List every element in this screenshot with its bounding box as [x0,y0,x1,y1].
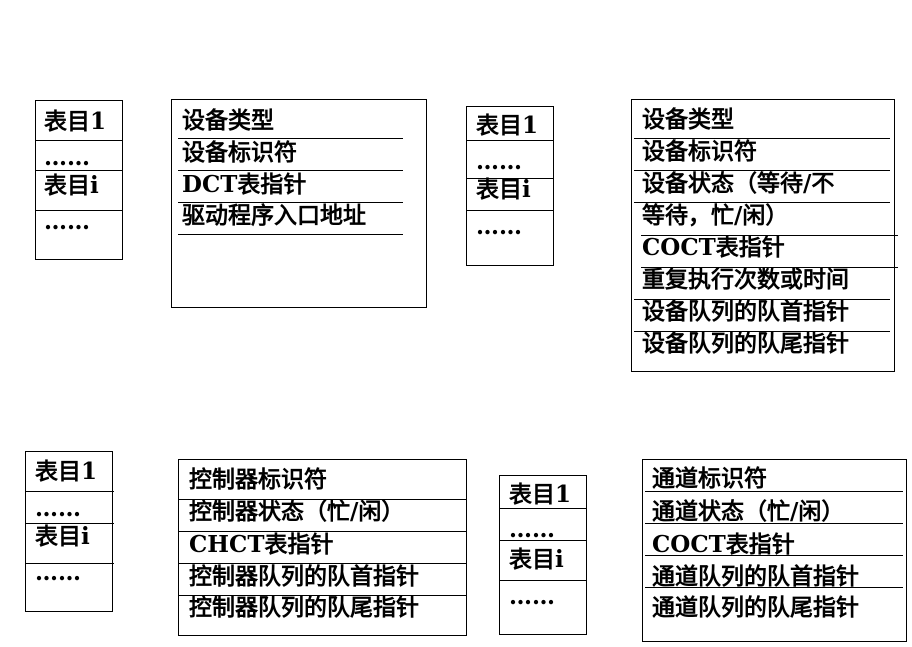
row-divider [499,540,586,541]
table-row-label: 表目i [476,176,531,203]
row-divider [178,499,466,500]
table-row-label: …… [476,213,522,240]
table-row-label: 通道状态（忙/闲） [652,498,845,525]
table-row-label: COCT表指针 [652,531,795,558]
sdt-table-1 [35,100,123,260]
row-divider [35,140,122,141]
row-divider [634,202,890,203]
row-divider [466,140,553,141]
table-row-label: CHCT表指针 [189,531,334,558]
table-row-label: 设备类型 [642,106,734,133]
row-divider [641,235,898,236]
row-divider [25,563,114,564]
table-row-label: 通道队列的队尾指针 [652,594,859,621]
row-divider [641,267,898,268]
row-divider [25,523,114,524]
sdt-table-4 [499,475,587,635]
row-divider [634,299,890,300]
table-row-label: …… [509,516,555,543]
table-row-label: 表目i [44,172,99,199]
row-divider [178,170,403,171]
table-row-label: 表目1 [35,458,98,485]
table-row-label: 控制器状态（忙/闲） [189,498,405,525]
table-row-label: 控制器队列的队尾指针 [189,594,419,621]
table-row-label: 表目1 [509,481,572,508]
table-row-label: 控制器标识符 [189,466,327,493]
table-row-label: 重复执行次数或时间 [642,266,849,293]
row-divider [178,563,466,564]
table-row-label: 设备标识符 [182,139,297,166]
row-divider [634,331,890,332]
row-divider [178,595,466,596]
table-row-label: …… [509,583,555,610]
row-divider [645,523,903,524]
table-row-label: 设备标识符 [642,138,757,165]
table-row-label: 表目i [35,523,90,550]
row-divider [634,138,890,139]
row-divider [634,170,890,171]
table-row-label: …… [44,144,90,171]
row-divider [25,491,114,492]
table-row-label: 驱动程序入口地址 [182,202,366,229]
row-divider [35,210,122,211]
row-divider [35,170,122,171]
table-row-label: …… [476,148,522,175]
table-row-label: 表目1 [476,112,539,139]
channel-control-table [642,459,907,642]
row-divider [645,587,903,588]
table-row-label: 设备队列的队尾指针 [642,330,849,357]
table-row-label: …… [44,208,90,235]
row-divider [499,508,586,509]
row-divider [499,580,586,581]
table-row-label: DCT表指针 [182,171,307,198]
table-row-label: 表目1 [44,108,107,135]
row-divider [178,234,403,235]
controller-control-table [178,459,467,636]
table-row-label: 等待，忙/闲） [642,202,789,229]
row-divider [178,531,466,532]
table-row-label: 设备状态（等待/不 [642,170,835,197]
row-divider [645,491,903,492]
table-row-label: …… [35,495,81,522]
dct-table [171,99,427,308]
table-row-label: 表目i [509,546,564,573]
row-divider [466,178,553,179]
row-divider [466,210,553,211]
table-row-label: 控制器队列的队首指针 [189,563,419,590]
table-row-label: …… [35,559,81,586]
table-row-label: COCT表指针 [642,234,785,261]
table-row-label: 设备类型 [182,107,274,134]
table-row-label: 通道标识符 [652,465,767,492]
row-divider [645,555,903,556]
table-row-label: 设备队列的队首指针 [642,298,849,325]
sdt-table-3 [25,451,113,612]
row-divider [178,202,403,203]
row-divider [178,138,403,139]
table-row-label: 通道队列的队首指针 [652,563,859,590]
sdt-table-2 [466,106,554,266]
